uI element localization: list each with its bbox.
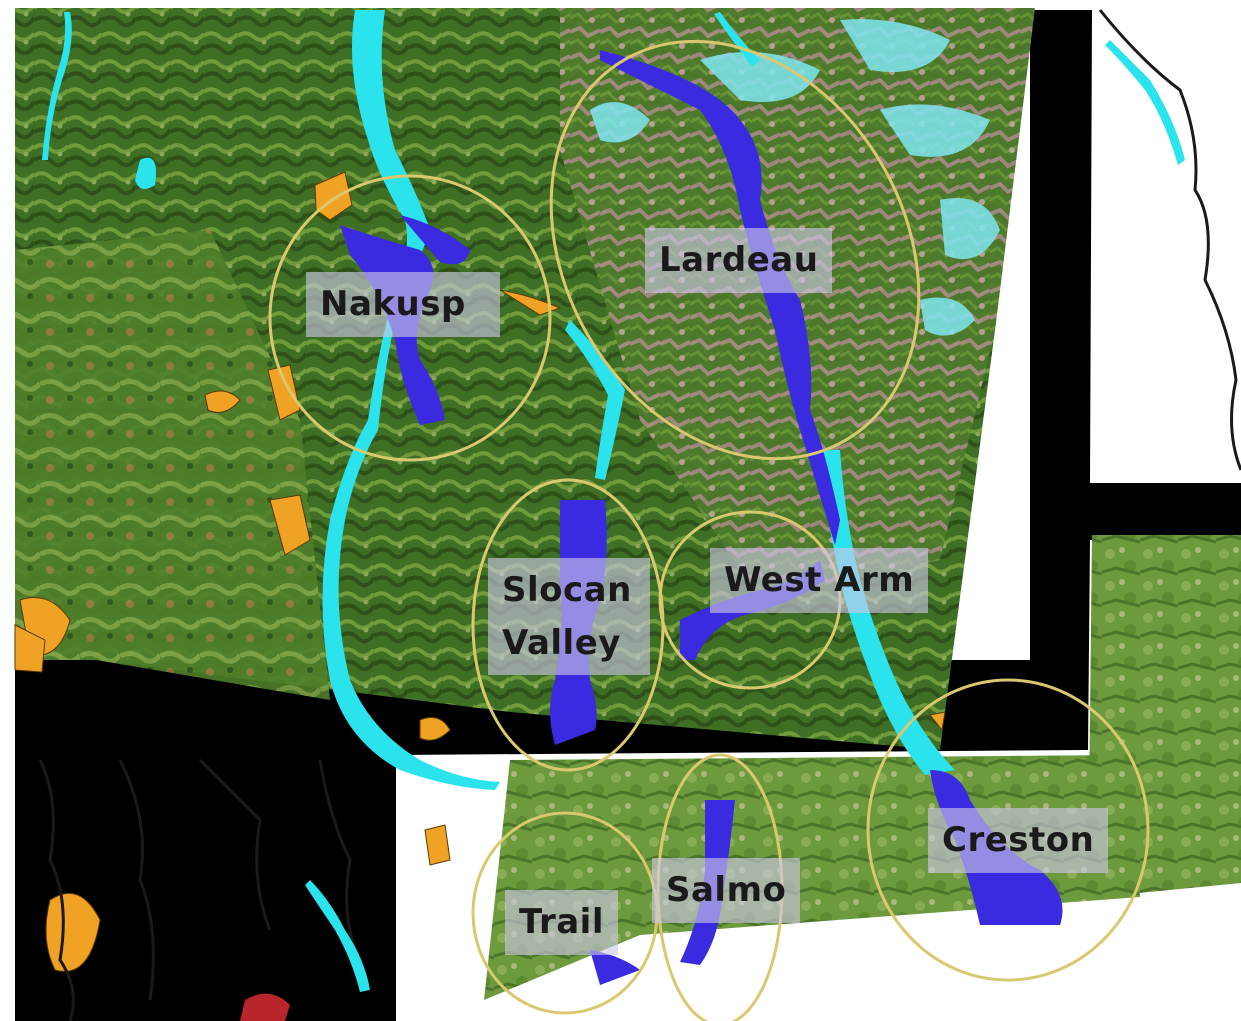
- agriculture-patches: [14, 171, 946, 972]
- west-valley-terrain: [15, 230, 330, 700]
- label-trail: Trail: [505, 890, 618, 955]
- label-salmo: Salmo: [652, 858, 801, 923]
- urban-patch: [240, 993, 290, 1021]
- creston-circle: [866, 678, 1150, 982]
- nakusp-circle: [268, 174, 552, 462]
- snow-ice-patches: [590, 19, 1000, 336]
- label-west-arm: West Arm: [710, 548, 929, 613]
- label-lardeau: Lardeau: [645, 228, 833, 293]
- lardeau-circle: [549, 39, 921, 461]
- river-network-lines: [38, 9, 1241, 1021]
- label-creston: Creston: [928, 808, 1109, 873]
- label-slocan-valley: Slocan Valley: [488, 558, 650, 676]
- label-nakusp: Nakusp: [306, 272, 500, 337]
